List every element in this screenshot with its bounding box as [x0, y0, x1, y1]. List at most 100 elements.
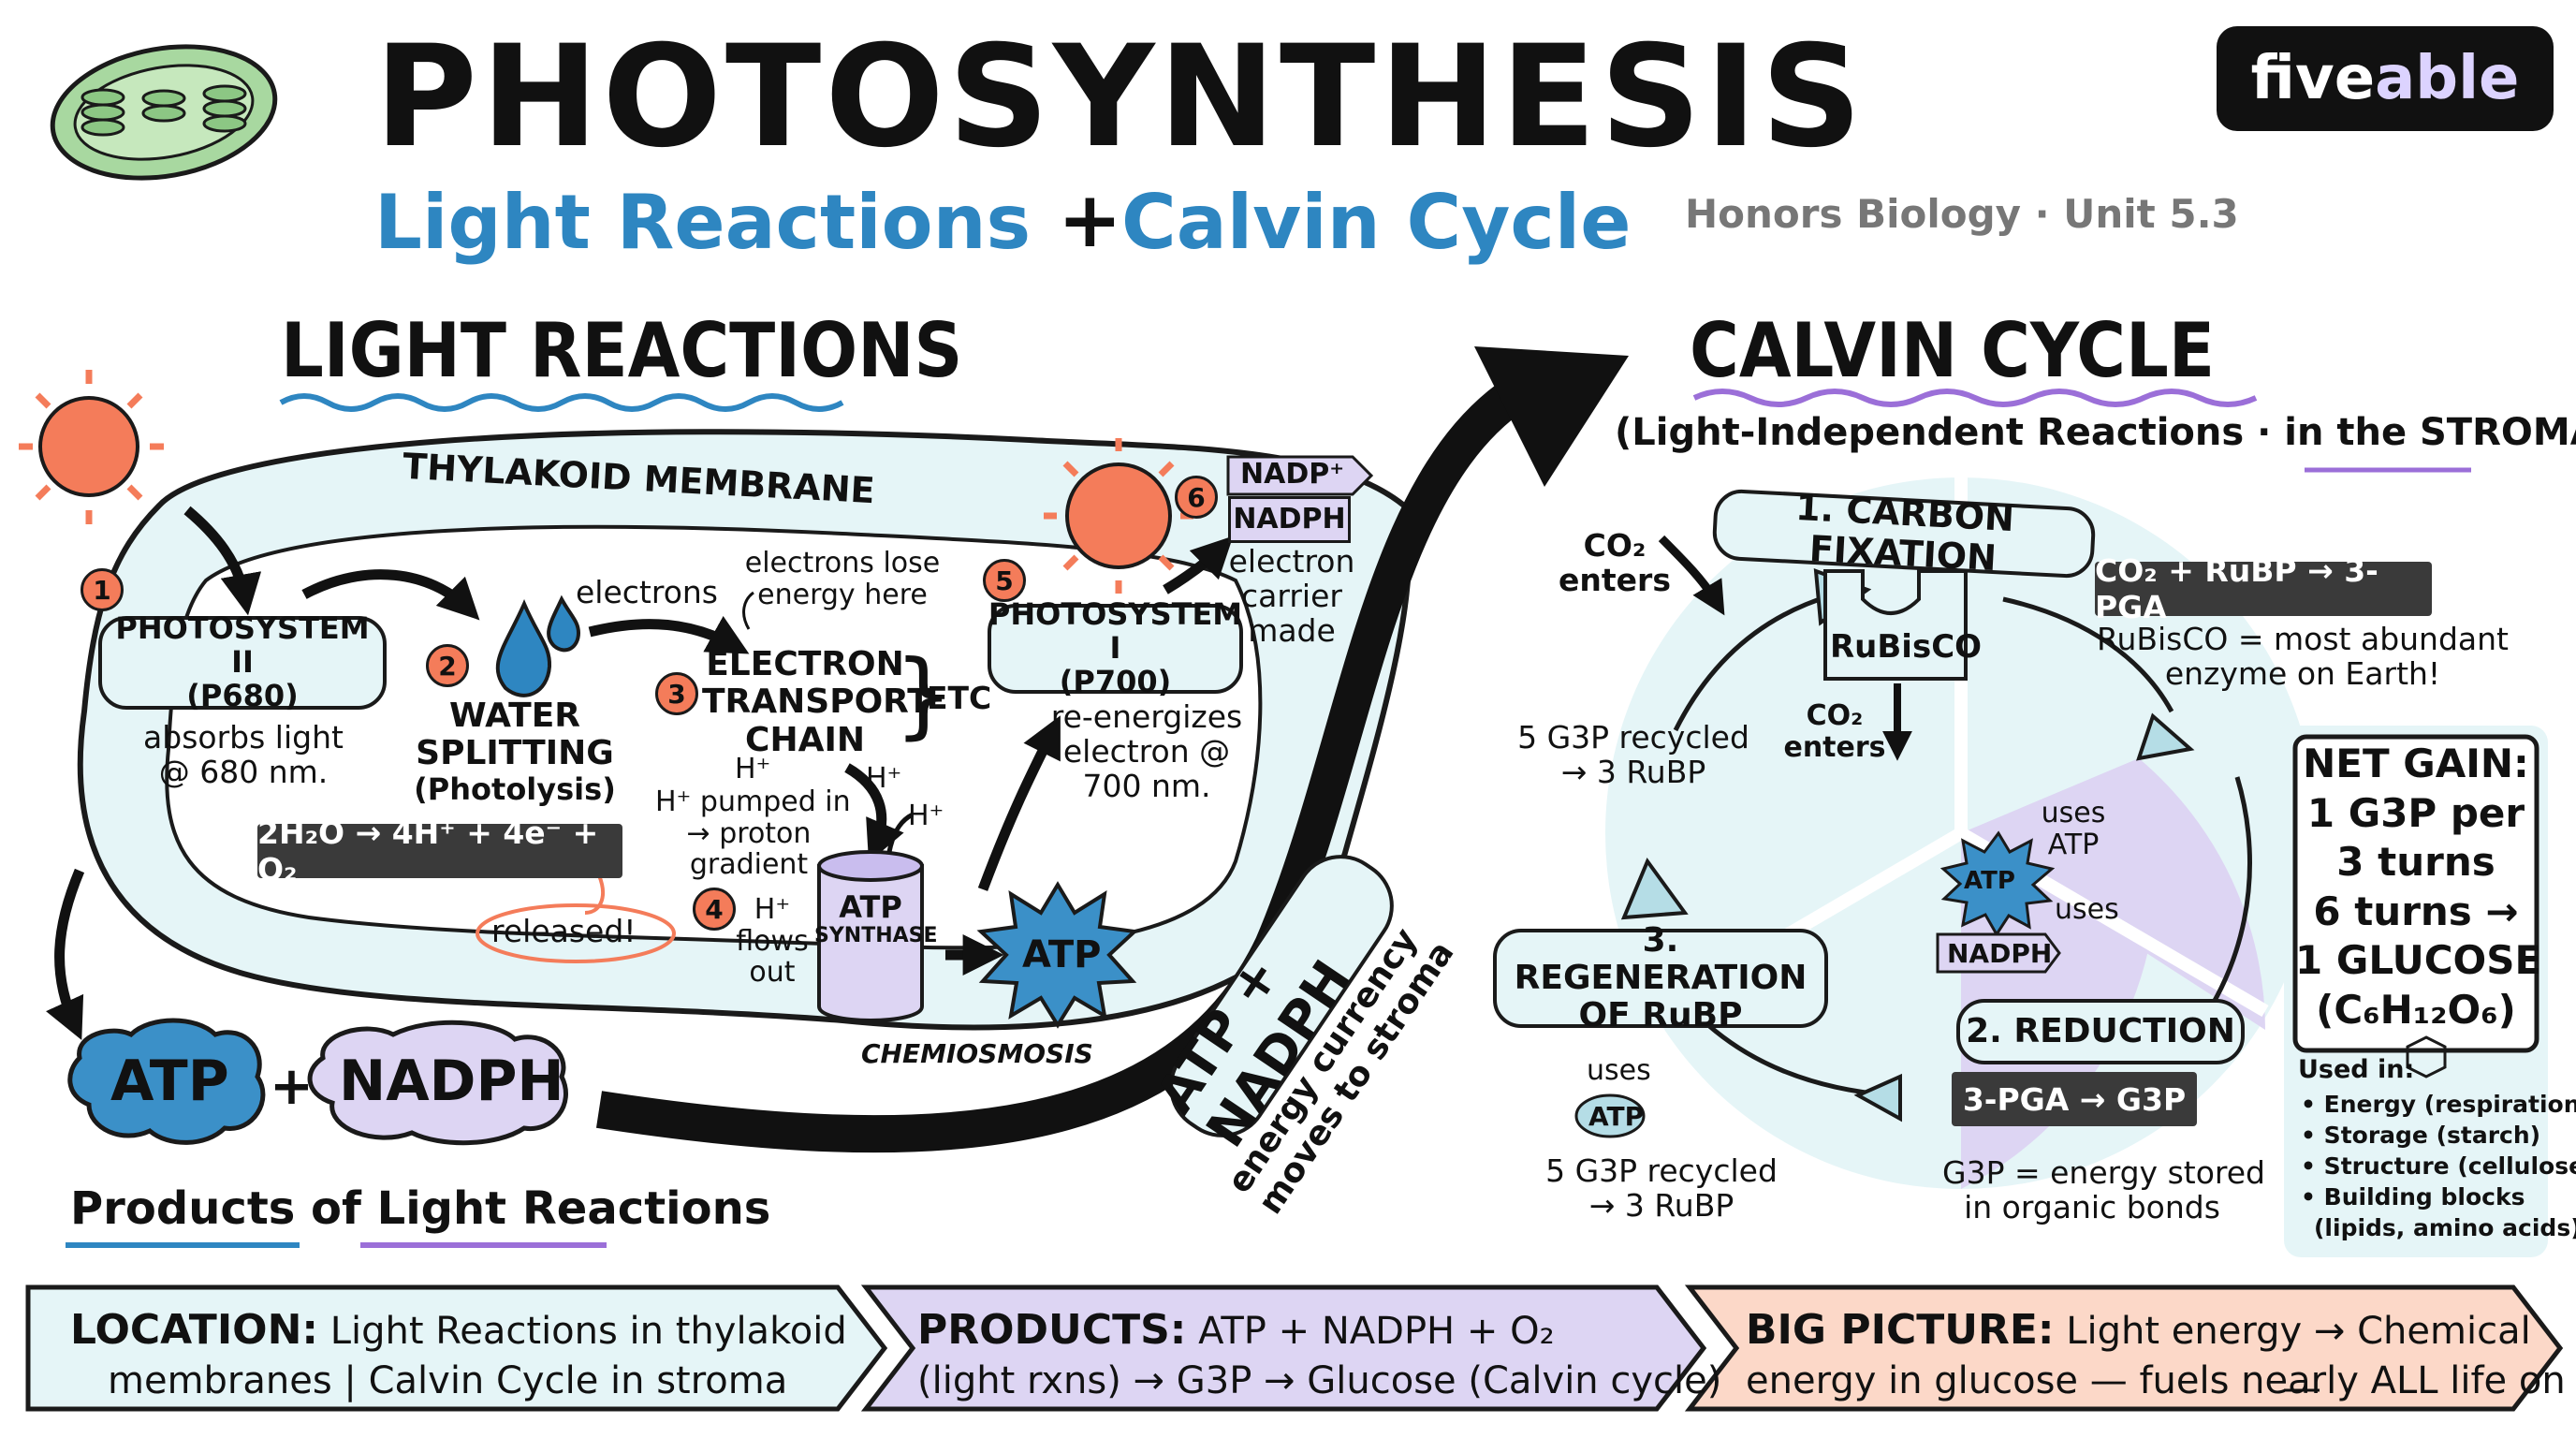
location-line-2: membranes | Calvin Cycle in stroma [108, 1359, 788, 1403]
regen-atp-label: ATP [1588, 1101, 1645, 1132]
calvin-subheading: (Light-Independent Reactions · in the ST… [1615, 411, 2576, 454]
carrier-line: made [1248, 611, 1336, 649]
step-badge-3: 3 [655, 672, 698, 715]
big-picture-line-1: Light energy → Chemical [2066, 1310, 2531, 1353]
arrow-water-to-etc [588, 615, 750, 654]
arrow-synthase-to-ps1 [977, 715, 1061, 891]
pumped-line: → proton [686, 816, 812, 850]
subtitle-plus: + [1058, 176, 1122, 265]
electrons-lose-note: electrons lose energy here [739, 548, 945, 610]
co2-line: CO₂ [1583, 527, 1647, 564]
step-badge-2: 2 [426, 644, 469, 687]
arrow-h-to-synthase [844, 763, 904, 863]
used-in-item: • Energy (respiration) [2301, 1091, 2576, 1118]
ps2-note-line: absorbs light [143, 719, 344, 756]
subtitle-calvin-cycle: Calvin Cycle [1121, 179, 1632, 266]
uses-nadph-note: uses [2055, 893, 2119, 926]
nadph-tag: NADPH [1228, 496, 1351, 543]
lose-line: electrons lose [744, 547, 941, 580]
net-line: 6 turns → [2313, 888, 2519, 934]
rubisco-label: RuBisCO [1830, 628, 1983, 666]
co2-in-line: enters [1783, 730, 1886, 764]
step-badge-4: 4 [693, 888, 736, 931]
ps2-code: (P680) [186, 677, 299, 713]
ps1-code: (P700) [1059, 663, 1172, 699]
chemiosmosis-label: CHEMIOSMOSIS [861, 1038, 1093, 1069]
chloroplast-icon [50, 44, 278, 181]
uses-line: ATP [2047, 828, 2100, 861]
products-line-2: (light rxns) → G3P → Glucose (Calvin cyc… [917, 1359, 1722, 1403]
water-drop-icon [495, 594, 581, 697]
products-key: PRODUCTS: [917, 1306, 1187, 1354]
g3p-line: G3P = energy stored [1942, 1154, 2265, 1191]
page-title: PHOTOSYNTHESIS [374, 16, 1866, 179]
net-line: 1 GLUCOSE [2295, 937, 2542, 983]
regen-line: OF RuBP [1578, 996, 1743, 1035]
water-line: SPLITTING [416, 734, 614, 773]
location-key: LOCATION: [70, 1306, 319, 1354]
reduction-equation: 3-PGA → G3P [1952, 1072, 2197, 1126]
step-badge-5: 5 [983, 559, 1026, 602]
rubisco-note: RuBisCO = most abundant enzyme on Earth! [2097, 622, 2509, 692]
ps2-note-line: @ 680 nm. [158, 753, 329, 790]
big-picture-key: BIG PICTURE: [1746, 1306, 2055, 1354]
recycled-line: → 3 RuBP [1560, 753, 1706, 790]
water-equation: 2H₂O → 4H⁺ + 4e⁻ + O₂ [257, 814, 622, 888]
net-line: (C₆H₁₂O₆) [2316, 986, 2516, 1033]
location-line-1: Light Reactions in thylakoid [329, 1310, 847, 1353]
photolysis-line: (Photolysis) [414, 770, 616, 807]
h-plus-label: H⁺ [735, 753, 771, 785]
arrow-to-products [46, 868, 85, 1041]
pumped-note: H⁺ pumped in → proton gradient [655, 785, 851, 882]
synthase-line: SYNTHASE [814, 923, 938, 947]
uses-atp-note: uses ATP [2036, 798, 2111, 860]
ps2-label: PHOTOSYSTEM II [115, 610, 370, 681]
course-label: Honors Biology · Unit 5.3 [1685, 191, 2239, 237]
carrier-line: carrier [1241, 577, 1342, 614]
footer-location: LOCATION: Light Reactions in thylakoid m… [70, 1303, 847, 1405]
ps1-label: PHOTOSYSTEM I [988, 596, 1243, 667]
recycled-line: → 3 RuBP [1588, 1186, 1734, 1224]
arrow-ps2-to-water [301, 569, 480, 621]
recycled-bottom-note: 5 G3P recycled → 3 RuBP [1530, 1153, 1793, 1224]
atp-burst-label: ATP [1022, 933, 1102, 976]
calvin-nadph-label: NADPH [1947, 938, 2053, 969]
logo-able: able [2375, 44, 2520, 113]
net-line: 1 G3P per [2306, 789, 2525, 836]
atp-burst-icon [976, 881, 1139, 1029]
synthase-line: ATP [839, 889, 902, 925]
net-line: 3 turns [2336, 839, 2496, 885]
atp-synthase-icon [817, 812, 924, 1022]
sun-icon [19, 370, 164, 524]
pumped-line: gradient [689, 848, 809, 882]
footer-big-picture-arrow [1684, 1284, 2564, 1412]
co2-in-line: CO₂ [1806, 699, 1864, 732]
light-heading-underline [279, 393, 844, 412]
flows-line: H⁺ [754, 893, 791, 926]
subtitle-light-reactions: Light Reactions [374, 179, 1032, 266]
pumped-line: H⁺ pumped in [655, 785, 851, 818]
regen-uses-label: uses [1587, 1054, 1651, 1087]
flows-note: H⁺ flows out [730, 894, 814, 989]
used-in-item: (lipids, amino acids) [2314, 1214, 2576, 1241]
ps1-note-line: electron @ [1062, 732, 1231, 770]
product-plus: + [270, 1056, 314, 1117]
used-in-list: • Energy (respiration) • Storage (starch… [2301, 1089, 2576, 1243]
electrons-label: electrons [576, 574, 718, 610]
uses-line: uses [2041, 797, 2106, 829]
carbon-fixation-label: 1. CARBON FIXATION [1711, 487, 2097, 580]
net-gain-text: NET GAIN: 1 G3P per 3 turns 6 turns → 1 … [2295, 740, 2542, 1034]
footer-products-arrow [860, 1284, 1707, 1412]
sun-icon [1044, 438, 1193, 594]
h-plus-label: H⁺ [866, 762, 902, 795]
product-nadph-label: NADPH [339, 1049, 564, 1114]
used-in-item: • Storage (starch) [2301, 1122, 2541, 1149]
photosystem-ii-box: PHOTOSYSTEM II (P680) [98, 611, 387, 713]
etc-line: ELECTRON [706, 645, 904, 683]
recycled-top-note: 5 G3P recycled → 3 RuBP [1502, 720, 1764, 790]
g3p-note: G3P = energy stored in organic bonds [1942, 1154, 2265, 1225]
calvin-cycle-heading: CALVIN CYCLE [1690, 307, 2216, 394]
carrier-line: electron [1228, 543, 1355, 580]
